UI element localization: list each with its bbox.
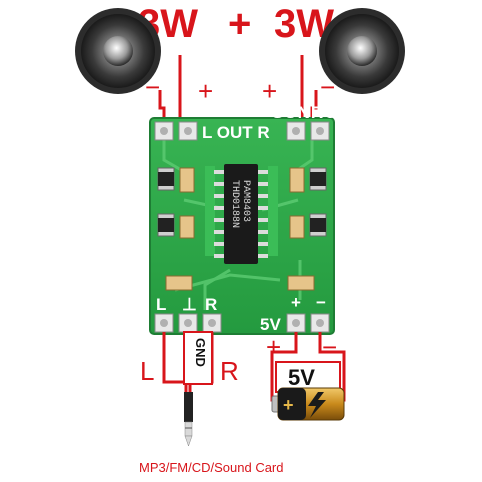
gnd-wire-label: GND [193, 338, 208, 367]
audio-jack-icon [184, 392, 193, 447]
left-speaker-minus: − [145, 72, 160, 102]
output-silkscreen-label: L OUT R [202, 123, 270, 142]
input-source-caption: MP3/FM/CD/Sound Card [139, 460, 284, 475]
supply-plus-silkscreen: + [291, 293, 301, 312]
audio-left-label: L [140, 356, 154, 386]
supply-silkscreen: 5V [260, 315, 281, 334]
right-speaker-minus: − [320, 72, 335, 102]
watermark: SUNROM.COM [272, 103, 402, 122]
battery-icon: + [271, 387, 345, 421]
plus-label: + [228, 2, 251, 46]
supply-minus-silkscreen: − [316, 293, 326, 312]
battery-voltage-label: 5V [288, 365, 315, 390]
power-title: 3W + 3W [138, 2, 334, 46]
power-plus-label: + [266, 332, 281, 362]
amplifier-board: L OUT R [149, 117, 335, 335]
audio-right-label: R [220, 356, 239, 386]
output-pads [154, 121, 330, 141]
pam8403-chip: PAM8403 THD0188N [224, 164, 258, 264]
left-speaker-icon [75, 8, 161, 94]
gnd-wire: GND [183, 331, 213, 385]
chip-marking-line1: PAM8403 [240, 180, 251, 222]
lightning-icon [308, 392, 326, 418]
battery-plus-sign: + [283, 395, 294, 415]
voltage-label-box: 5V [275, 361, 341, 393]
right-speaker-plus: + [262, 76, 277, 106]
left-speaker-plus: + [198, 76, 213, 106]
chip-legs [214, 170, 268, 258]
right-speaker-icon [319, 8, 405, 94]
input-pads [154, 313, 330, 333]
chip-marking-line2: THD0188N [229, 180, 240, 228]
power-minus-label: − [322, 332, 337, 362]
input-gnd-silkscreen: ⊥ [182, 295, 197, 314]
smd-components [157, 166, 327, 291]
input-right-silkscreen: R [205, 295, 217, 314]
input-left-silkscreen: L [156, 295, 166, 314]
